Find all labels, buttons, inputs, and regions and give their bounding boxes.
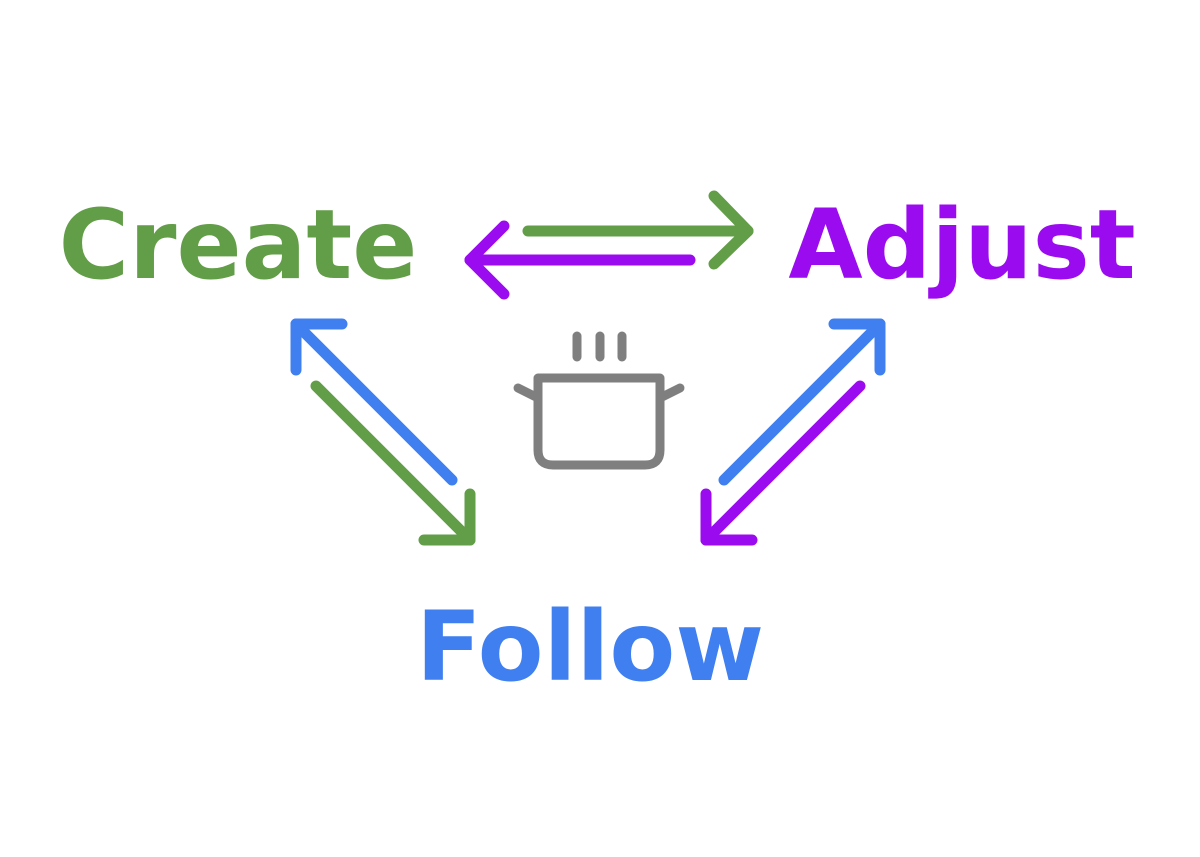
adjust-label: Adjust [788,189,1135,301]
arrow-create-to-adjust [522,190,754,270]
arrow-adjust-to-follow [700,380,866,546]
create-label: Create [59,189,418,301]
follow-label: Follow [416,591,764,703]
cooking-pot-icon [513,331,685,470]
arrow-adjust-to-create [464,220,696,300]
arrow-follow-to-create [290,318,458,486]
arrow-follow-to-adjust [718,318,886,486]
arrow-create-to-follow [310,380,476,546]
